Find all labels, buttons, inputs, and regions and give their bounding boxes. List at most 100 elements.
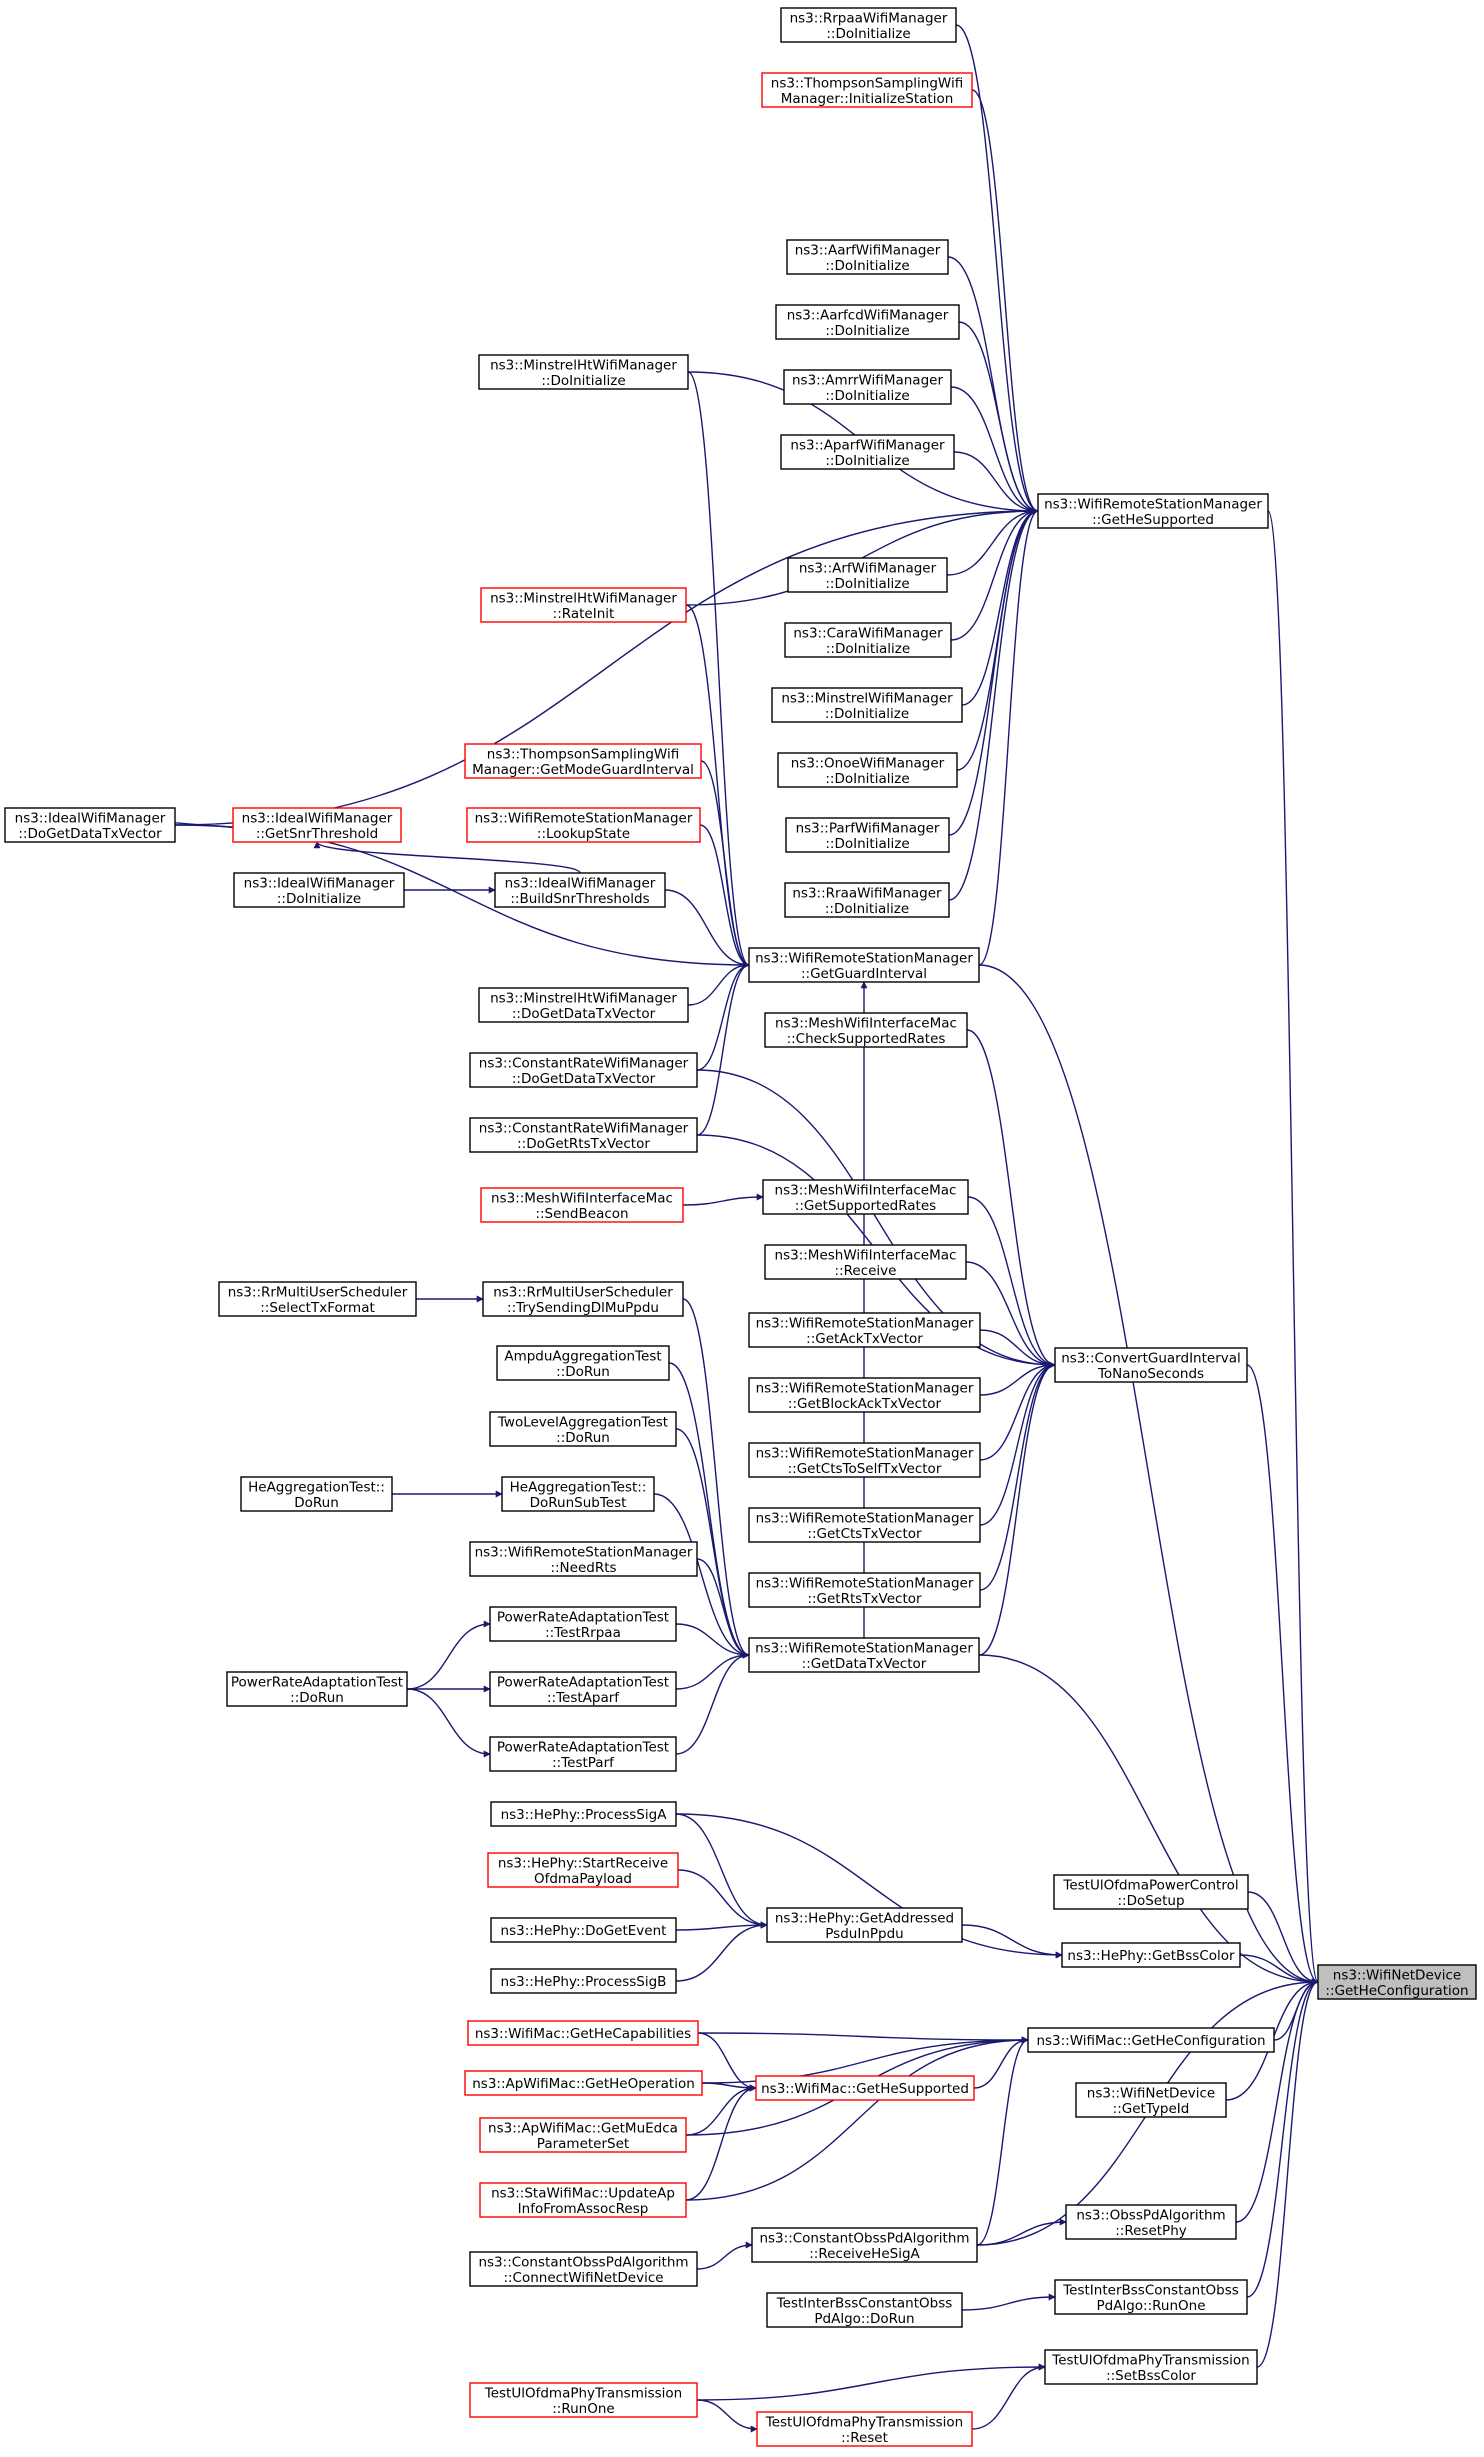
function-node[interactable]: ns3::ParfWifiManager::DoInitialize xyxy=(785,817,950,853)
function-node[interactable]: ns3::HePhy::DoGetEvent xyxy=(490,1917,677,1943)
function-node[interactable]: TestUlOfdmaPhyTransmission::SetBssColor xyxy=(1044,2349,1258,2385)
node-box xyxy=(787,557,948,593)
function-node[interactable]: ns3::ObssPdAlgorithm::ResetPhy xyxy=(1065,2204,1237,2240)
function-node[interactable]: ns3::WifiRemoteStationManager::GetAckTxV… xyxy=(748,1312,981,1348)
function-node[interactable]: PowerRateAdaptationTest::TestParf xyxy=(489,1736,677,1772)
function-node[interactable]: HeAggregationTest::DoRun xyxy=(240,1476,393,1512)
node-box xyxy=(494,872,666,908)
function-node[interactable]: ns3::StaWifiMac::UpdateApInfoFromAssocRe… xyxy=(479,2182,687,2218)
function-node[interactable]: ns3::MeshWifiInterfaceMac::CheckSupporte… xyxy=(764,1012,968,1048)
function-node[interactable]: ns3::WifiRemoteStationManager::GetCtsTxV… xyxy=(748,1507,981,1543)
function-node[interactable]: ns3::IdealWifiManager::DoInitialize xyxy=(233,872,405,908)
node-box xyxy=(780,434,955,470)
node-label: ::DoInitialize xyxy=(277,891,361,907)
function-node[interactable]: ns3::RrMultiUserScheduler::SelectTxForma… xyxy=(218,1281,417,1317)
function-node[interactable]: ns3::ConstantRateWifiManager::DoGetDataT… xyxy=(469,1052,698,1088)
node-label: ns3::WifiRemoteStationManager xyxy=(755,1640,973,1656)
function-node[interactable]: TwoLevelAggregationTest::DoRun xyxy=(489,1411,677,1447)
node-label: ns3::ConstantObssPdAlgorithm xyxy=(478,2254,688,2270)
node-label: ::GetCtsToSelfTxVector xyxy=(788,1461,942,1477)
function-node[interactable]: PowerRateAdaptationTest::TestRrpaa xyxy=(489,1606,677,1642)
function-node[interactable]: ns3::ApWifiMac::GetHeOperation xyxy=(464,2070,703,2096)
function-node[interactable]: TestUlOfdmaPowerControl::DoSetup xyxy=(1053,1874,1249,1910)
function-node[interactable]: ns3::MinstrelWifiManager::DoInitialize xyxy=(771,687,963,723)
function-node[interactable]: ns3::WifiMac::GetHeSupported xyxy=(755,2075,975,2101)
function-node[interactable]: ns3::HePhy::GetBssColor xyxy=(1061,1942,1241,1968)
function-node[interactable]: TestUlOfdmaPhyTransmission::Reset xyxy=(756,2411,973,2447)
function-node[interactable]: ns3::WifiRemoteStationManager::GetBlockA… xyxy=(748,1377,981,1413)
function-node[interactable]: ns3::MinstrelHtWifiManager::DoGetDataTxV… xyxy=(478,987,689,1023)
function-node[interactable]: PowerRateAdaptationTest::TestAparf xyxy=(489,1671,677,1707)
node-box xyxy=(478,987,689,1023)
function-node[interactable]: ns3::ThompsonSamplingWifiManager::Initia… xyxy=(761,72,973,108)
function-node[interactable]: ns3::OnoeWifiManager::DoInitialize xyxy=(777,752,958,788)
node-box xyxy=(467,2020,699,2046)
function-node[interactable]: ns3::IdealWifiManager::DoGetDataTxVector xyxy=(4,807,176,843)
function-node[interactable]: ns3::MeshWifiInterfaceMac::SendBeacon xyxy=(480,1187,684,1223)
function-node[interactable]: ns3::ConstantObssPdAlgorithm::ConnectWif… xyxy=(469,2251,698,2287)
node-label: ::DoGetDataTxVector xyxy=(512,1071,656,1087)
function-node[interactable]: PowerRateAdaptationTest::DoRun xyxy=(226,1671,408,1707)
node-box xyxy=(777,752,958,788)
function-node[interactable]: ns3::WifiRemoteStationManager::GetRtsTxV… xyxy=(748,1572,981,1608)
function-node[interactable]: TestUlOfdmaPhyTransmission::RunOne xyxy=(469,2382,698,2418)
function-node[interactable]: ns3::WifiMac::GetHeCapabilities xyxy=(467,2020,699,2046)
function-node[interactable]: ns3::RrpaaWifiManager::DoInitialize xyxy=(780,7,957,43)
function-node[interactable]: ns3::WifiRemoteStationManager::GetHeSupp… xyxy=(1037,493,1269,529)
function-node[interactable]: ns3::AarfWifiManager::DoInitialize xyxy=(786,239,949,275)
function-node[interactable]: ns3::MeshWifiInterfaceMac::Receive xyxy=(764,1244,967,1280)
node-label: ns3::IdealWifiManager xyxy=(244,875,395,891)
function-node[interactable]: ns3::AarfcdWifiManager::DoInitialize xyxy=(775,304,960,340)
function-node[interactable]: ns3::CaraWifiManager::DoInitialize xyxy=(784,622,952,658)
node-label: ns3::ObssPdAlgorithm xyxy=(1076,2207,1225,2223)
call-edge xyxy=(979,1329,1056,1369)
function-node[interactable]: HeAggregationTest::DoRunSubTest xyxy=(501,1476,655,1512)
function-node[interactable]: ns3::IdealWifiManager::GetSnrThreshold xyxy=(232,807,402,843)
call-edge xyxy=(946,507,1039,576)
function-node[interactable]: ns3::RraaWifiManager::DoInitialize xyxy=(784,882,950,918)
function-node[interactable]: ns3::WifiNetDevice::GetTypeId xyxy=(1075,2082,1227,2118)
function-node[interactable]: ns3::MeshWifiInterfaceMac::GetSupportedR… xyxy=(762,1179,969,1215)
function-node[interactable]: ns3::RrMultiUserScheduler::TrySendingDlM… xyxy=(482,1281,684,1317)
node-label: ns3::WifiRemoteStationManager xyxy=(755,950,973,966)
root-function-node[interactable]: ns3::WifiNetDevice::GetHeConfiguration xyxy=(1317,1964,1477,2000)
function-node[interactable]: ns3::ConstantRateWifiManager::DoGetRtsTx… xyxy=(469,1117,698,1153)
call-edge xyxy=(174,507,1039,826)
node-box xyxy=(479,2117,687,2153)
function-node[interactable]: ns3::WifiRemoteStationManager::LookupSta… xyxy=(466,807,701,843)
node-label: ns3::WifiRemoteStationManager xyxy=(756,1510,974,1526)
function-node[interactable]: ns3::MinstrelHtWifiManager::RateInit xyxy=(480,587,687,623)
function-node[interactable]: AmpduAggregationTest::DoRun xyxy=(496,1345,670,1381)
function-node[interactable]: ns3::HePhy::ProcessSigB xyxy=(490,1968,677,1994)
function-node[interactable]: ns3::ThompsonSamplingWifiManager::GetMod… xyxy=(464,743,702,779)
node-label: ns3::ParfWifiManager xyxy=(796,820,940,836)
node-label: ns3::HePhy::GetAddressed xyxy=(775,1910,954,1926)
node-box xyxy=(766,2292,963,2328)
node-label: ::DoRun xyxy=(556,1430,610,1446)
function-node[interactable]: ns3::ConstantObssPdAlgorithm::ReceiveHeS… xyxy=(751,2227,978,2263)
node-label: ::DoInitialize xyxy=(825,836,909,852)
function-node[interactable]: ns3::WifiRemoteStationManager::GetDataTx… xyxy=(748,1637,980,1673)
call-edge xyxy=(696,2241,753,2270)
function-node[interactable]: ns3::IdealWifiManager::BuildSnrThreshold… xyxy=(494,872,666,908)
function-node[interactable]: ns3::WifiRemoteStationManager::GetGuardI… xyxy=(748,947,980,983)
function-node[interactable]: ns3::MinstrelHtWifiManager::DoInitialize xyxy=(478,354,689,390)
function-node[interactable]: ns3::ArfWifiManager::DoInitialize xyxy=(787,557,948,593)
function-node[interactable]: ns3::HePhy::ProcessSigA xyxy=(490,1801,677,1827)
call-edge xyxy=(677,1869,768,1929)
function-node[interactable]: ns3::AmrrWifiManager::DoInitialize xyxy=(783,369,952,405)
function-node[interactable]: ns3::WifiRemoteStationManager::GetCtsToS… xyxy=(748,1442,981,1478)
call-edge xyxy=(978,1361,1056,1656)
function-node[interactable]: ns3::WifiMac::GetHeConfiguration xyxy=(1027,2027,1275,2053)
function-node[interactable]: ns3::WifiRemoteStationManager::NeedRts xyxy=(469,1541,698,1577)
call-edge xyxy=(696,2363,1046,2401)
node-label: PdAlgo::RunOne xyxy=(1097,2298,1206,2314)
function-node[interactable]: ns3::AparfWifiManager::DoInitialize xyxy=(780,434,955,470)
call-edge xyxy=(1235,1978,1319,2223)
